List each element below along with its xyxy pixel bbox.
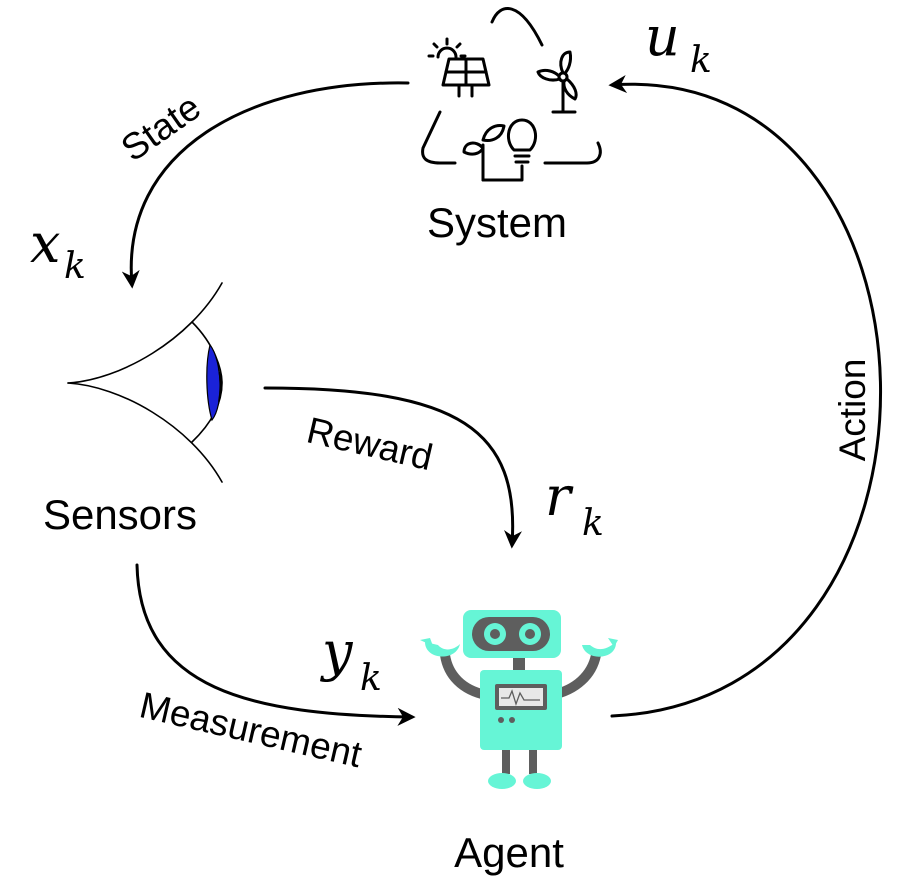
reward-symbol: r k: [545, 465, 604, 544]
measurement-label: Measurement: [136, 684, 366, 775]
reward-arrow: [263, 386, 522, 549]
reward-label: Reward: [303, 410, 436, 479]
measurement-arrow: [135, 563, 416, 726]
action-arrow: [608, 75, 883, 718]
svg-text:k: k: [64, 246, 86, 287]
svg-text:r: r: [545, 465, 574, 528]
robot-icon: [420, 610, 618, 789]
iris: [206, 343, 221, 422]
svg-text:k: k: [360, 658, 382, 699]
svg-text:k: k: [582, 503, 604, 544]
renewable-energy-cycle-icon: [421, 7, 602, 182]
state-arrow: [121, 81, 410, 289]
svg-text:k: k: [690, 40, 712, 81]
sensors-label: Sensors: [43, 491, 197, 538]
svg-text:y: y: [320, 620, 354, 683]
state-label: State: [114, 86, 208, 169]
state-symbol: x k: [30, 212, 86, 287]
eye-icon: [67, 282, 223, 483]
agent-label: Agent: [454, 829, 564, 876]
plant-icon: [462, 124, 506, 182]
svg-text:u: u: [645, 5, 680, 68]
sun-icon: [427, 37, 467, 59]
wind-turbine-icon: [536, 50, 578, 114]
solar-panel-icon: [441, 57, 491, 98]
system-label: System: [427, 199, 567, 246]
action-label: Action: [832, 359, 873, 462]
measurement-symbol: y k: [320, 620, 382, 699]
bulb-icon: [481, 118, 538, 182]
svg-text:x: x: [30, 212, 60, 275]
action-symbol: u k: [645, 5, 712, 81]
